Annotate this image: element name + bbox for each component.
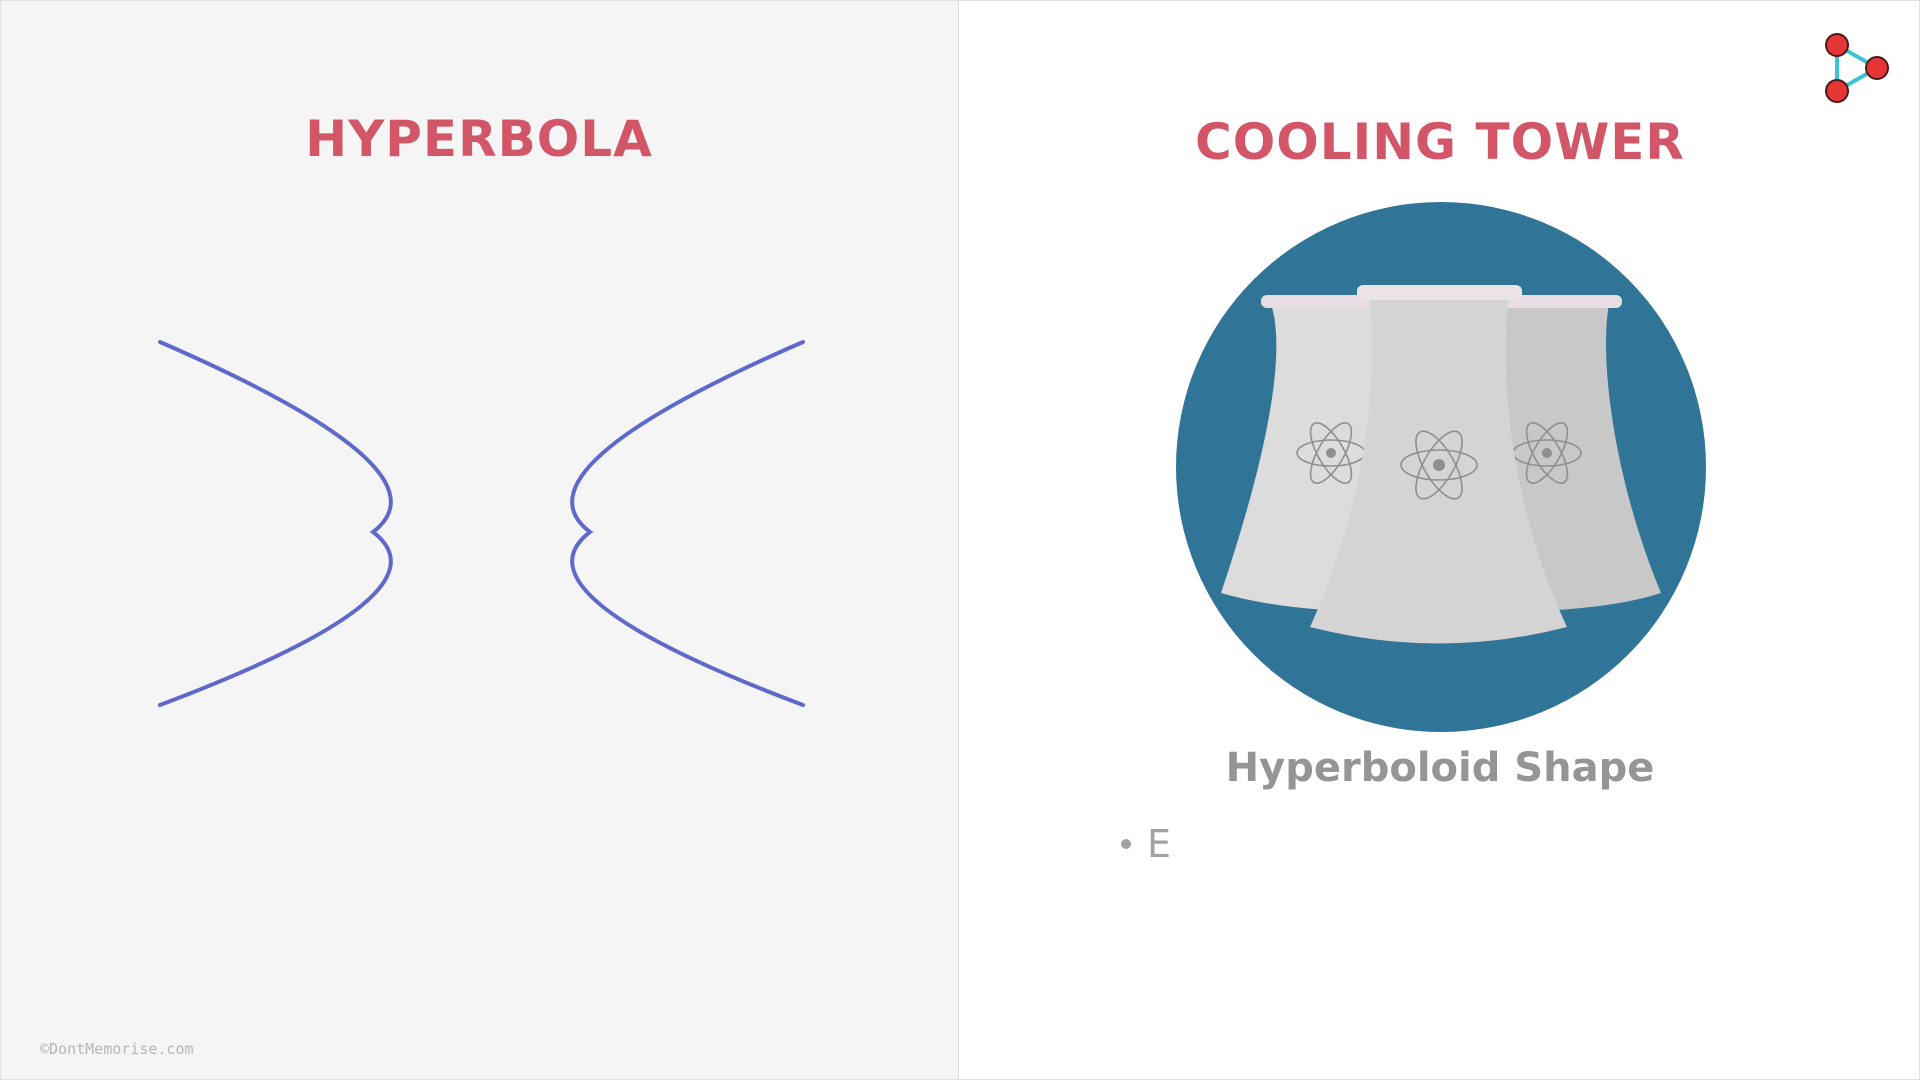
logo-node [1865,56,1889,80]
right-tower [1499,295,1661,612]
center-tower [1310,285,1567,644]
bullet-text: E [1147,822,1172,866]
play-triangle-logo-icon[interactable] [1815,25,1895,105]
cooling-tower-panel: COOLING TOWER [958,0,1920,1080]
logo-triangle [1835,41,1882,95]
hyperbola-left-branch [158,340,393,707]
hyperbola-title: HYPERBOLA [305,110,653,168]
hyperbola-graph [158,340,805,707]
atom-icon [1512,422,1582,484]
cooling-towers-illustration [1176,202,1706,732]
logo-node [1825,79,1849,103]
hyperbola-panel: HYPERBOLA ©DontMemorise.com [0,0,958,1080]
hyperboloid-caption: Hyperboloid Shape [1225,745,1655,791]
cooling-tower-title: COOLING TOWER [1195,113,1685,171]
atom-icon [1400,430,1478,500]
copyright-watermark: ©DontMemorise.com [40,1040,194,1058]
bullet-item: E [1121,822,1171,866]
bullet-dot-icon [1121,839,1131,849]
hyperbola-right-branch [570,340,805,707]
logo-node [1825,33,1849,57]
